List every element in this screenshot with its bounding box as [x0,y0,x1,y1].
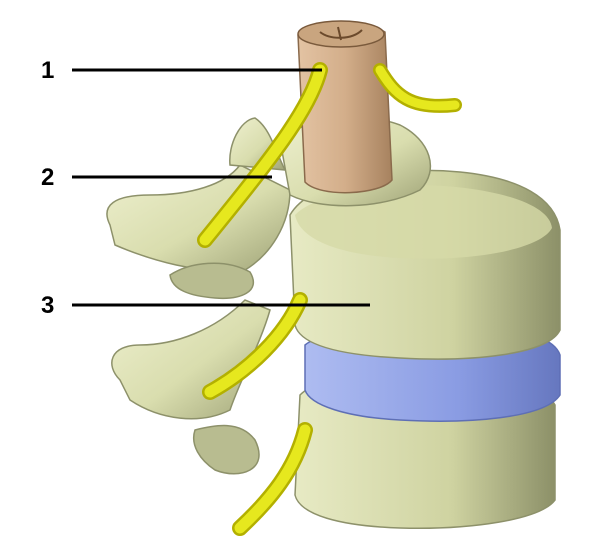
spinal-cord-cross-section [297,20,385,48]
callout-number-1: 1 [41,57,55,84]
upper-spinous-process [169,262,255,300]
upper-transverse-process [106,164,291,272]
callout-number-3: 3 [41,292,55,319]
callout-number-2: 2 [41,164,55,191]
lower-spinous-process [193,424,260,475]
